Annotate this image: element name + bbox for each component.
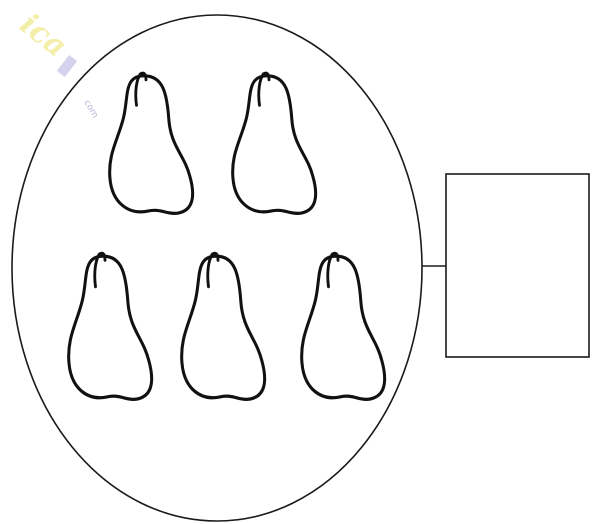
watermark-logo-mark (57, 55, 77, 77)
watermark-text: ica (13, 7, 73, 65)
pear-1 (110, 73, 193, 213)
watermark-small-text: com (81, 99, 99, 121)
watermark: ica com (13, 7, 100, 120)
pear-3 (69, 253, 152, 399)
pear-5 (302, 253, 385, 399)
answer-box[interactable] (446, 174, 589, 357)
pear-2 (233, 73, 316, 213)
pear-4 (182, 253, 265, 399)
